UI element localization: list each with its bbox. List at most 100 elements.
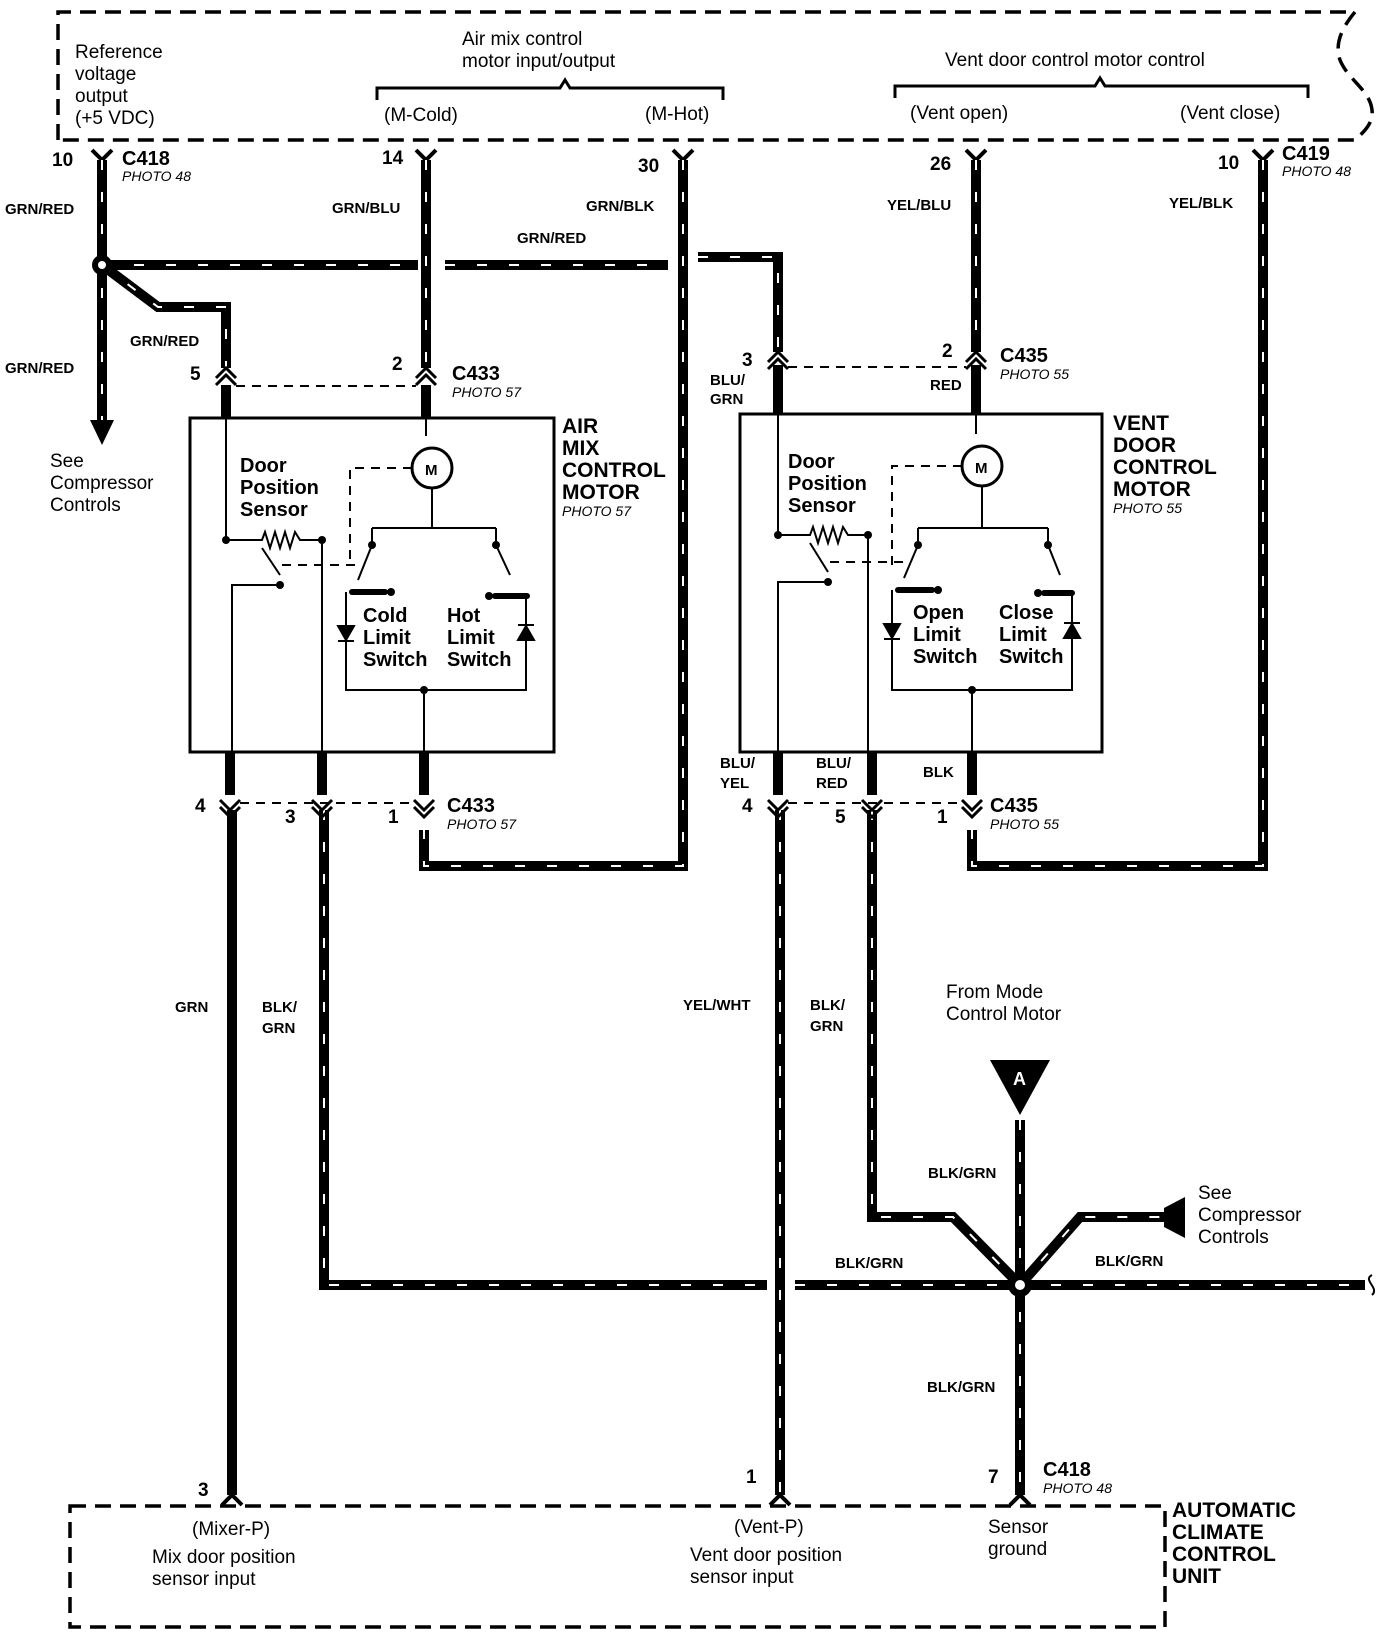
c435-upper-name: C435 xyxy=(1000,345,1048,367)
terminal-10-c419 xyxy=(1251,148,1275,163)
air-top-pin-2: 2 xyxy=(392,354,403,375)
terminal-c418-10 xyxy=(90,148,114,163)
c418-top-photo: PHOTO 48 xyxy=(122,168,191,184)
wires xyxy=(97,160,1365,1495)
pin-10-c419: 10 xyxy=(1218,153,1239,174)
wire-yel-blu: YEL/BLU xyxy=(887,197,951,214)
vent-motor-m: M xyxy=(975,460,988,477)
vent-door-housing xyxy=(738,412,1104,754)
wire-blk-grn-left: BLK/ GRN xyxy=(262,999,301,1037)
vent-p-label: (Vent-P) xyxy=(734,1517,804,1538)
air-top-pin-5: 5 xyxy=(190,364,201,385)
pin-10-c418: 10 xyxy=(52,150,73,171)
m-cold-label: (M-Cold) xyxy=(384,105,458,126)
ecu-pin-1: 1 xyxy=(746,1467,757,1488)
cold-limit-switch: Cold Limit Switch xyxy=(363,605,427,671)
vent-bot-pin-5: 5 xyxy=(835,807,846,828)
see-compressor-right: See Compressor Controls xyxy=(1198,1183,1307,1248)
wire-break-mark xyxy=(1367,1274,1375,1296)
wire-blk-grn-mid: BLK/ GRN xyxy=(810,997,849,1035)
vent-open-label: (Vent open) xyxy=(910,103,1008,124)
wire-blk-grn-h1: BLK/GRN xyxy=(835,1255,903,1272)
close-diode-icon xyxy=(1062,621,1082,639)
wire-grn-blu: GRN/BLU xyxy=(332,200,400,217)
ecu-pin-7: 7 xyxy=(988,1467,999,1488)
air-mix-housing xyxy=(188,416,556,754)
air-bot-pin-3: 3 xyxy=(285,807,296,828)
wire-blu-grn: BLU/ GRN xyxy=(710,372,749,408)
arrow-down-icon xyxy=(90,420,114,445)
vent-control-brace xyxy=(893,75,1310,98)
vent-door-title: VENT DOOR CONTROL MOTOR xyxy=(1113,412,1222,501)
pin-30: 30 xyxy=(638,156,659,177)
terminal-26 xyxy=(964,148,988,163)
wire-red: RED xyxy=(930,377,962,394)
from-mode-control-motor: From Mode Control Motor xyxy=(946,982,1062,1025)
ecu-top-boundary xyxy=(56,10,1374,142)
wire-blk-grn-down: BLK/GRN xyxy=(927,1379,995,1396)
c419-name: C419 xyxy=(1282,143,1330,165)
c419-photo: PHOTO 48 xyxy=(1282,163,1351,179)
air-mix-brace xyxy=(375,77,725,100)
terminal-30 xyxy=(671,148,695,163)
c435-upper-photo: PHOTO 55 xyxy=(1000,366,1069,382)
vent-top-pin-3: 3 xyxy=(742,350,753,371)
wire-blk: BLK xyxy=(923,764,954,781)
splice-ground-inner xyxy=(1015,1280,1025,1290)
air-bot-pin-1: 1 xyxy=(388,807,399,828)
vent-close-label: (Vent close) xyxy=(1180,103,1280,124)
wire-grn-red-1: GRN/RED xyxy=(5,201,74,218)
wire-blu-red: BLU/ RED xyxy=(816,755,855,792)
c433-upper-name: C433 xyxy=(452,363,500,385)
vent-bot-pin-4: 4 xyxy=(742,796,753,817)
wire-grn-red-4: GRN/RED xyxy=(517,230,586,247)
c418-top-name: C418 xyxy=(122,148,170,170)
air-mix-title: AIR MIX CONTROL MOTOR xyxy=(562,415,671,504)
air-mix-control-motor: 5 2 C433 PHOTO 57 AIR MIX CONTROL MOTOR … xyxy=(188,354,671,832)
air-mix-photo: PHOTO 57 xyxy=(562,503,632,519)
wire-grn-red-2: GRN/RED xyxy=(5,360,74,377)
close-limit-switch: Close Limit Switch xyxy=(999,602,1063,668)
terminal-14 xyxy=(414,148,438,163)
open-limit-switch: Open Limit Switch xyxy=(913,602,977,668)
c435-lower-photo: PHOTO 55 xyxy=(990,816,1059,832)
reference-a-label: A xyxy=(1013,1069,1026,1089)
vent-control-header: Vent door control motor control xyxy=(945,50,1205,71)
automatic-climate-control-unit: AUTOMATIC CLIMATE CONTROL UNIT xyxy=(1172,1499,1302,1588)
c435-lower-name: C435 xyxy=(990,795,1038,817)
vent-door-photo: PHOTO 55 xyxy=(1113,500,1182,516)
pin-26: 26 xyxy=(930,154,951,175)
c433-lower-photo: PHOTO 57 xyxy=(447,816,517,832)
vent-top-pin-2: 2 xyxy=(942,341,953,362)
wire-grn-blk: GRN/BLK xyxy=(586,198,654,215)
pin-14: 14 xyxy=(382,148,404,169)
air-bot-pin-4: 4 xyxy=(195,796,206,817)
ecu-pin-3: 3 xyxy=(198,1480,209,1501)
ref-voltage-label: Reference voltage output (+5 VDC) xyxy=(75,42,168,129)
c433-lower-name: C433 xyxy=(447,795,495,817)
vent-door-position-sensor: Door Position Sensor xyxy=(788,451,872,517)
wire-yel-blk: YEL/BLK xyxy=(1169,195,1233,212)
vent-bot-pin-1: 1 xyxy=(937,807,948,828)
splice-ref-voltage-inner xyxy=(98,261,106,269)
wire-yel-wht: YEL/WHT xyxy=(683,997,751,1014)
vent-door-control-motor: 3 2 C435 PHOTO 55 VENT DOOR CONTROL MOTO… xyxy=(738,341,1222,832)
sensor-ground-label: Sensor ground xyxy=(988,1517,1053,1560)
air-mix-motor-m: M xyxy=(425,462,438,479)
mixer-p-label: (Mixer-P) xyxy=(192,1519,270,1540)
c418-bottom-photo: PHOTO 48 xyxy=(1043,1480,1112,1496)
c433-upper-photo: PHOTO 57 xyxy=(452,384,522,400)
wire-blu-yel: BLU/ YEL xyxy=(720,755,759,792)
air-door-position-sensor: Door Position Sensor xyxy=(240,455,324,521)
air-mix-header: Air mix control motor input/output xyxy=(462,29,616,72)
ecu-bottom-boundary xyxy=(68,1504,1167,1629)
cold-diode-icon xyxy=(336,625,356,643)
hot-limit-switch: Hot Limit Switch xyxy=(447,605,511,671)
c418-bottom-name: C418 xyxy=(1043,1459,1091,1481)
hot-diode-icon xyxy=(516,623,536,641)
reference-a-icon xyxy=(990,1060,1050,1115)
arrow-left-icon xyxy=(1164,1197,1185,1238)
wire-grn-red-3: GRN/RED xyxy=(130,333,199,350)
wire-blk-grn-h2: BLK/GRN xyxy=(1095,1253,1163,1270)
